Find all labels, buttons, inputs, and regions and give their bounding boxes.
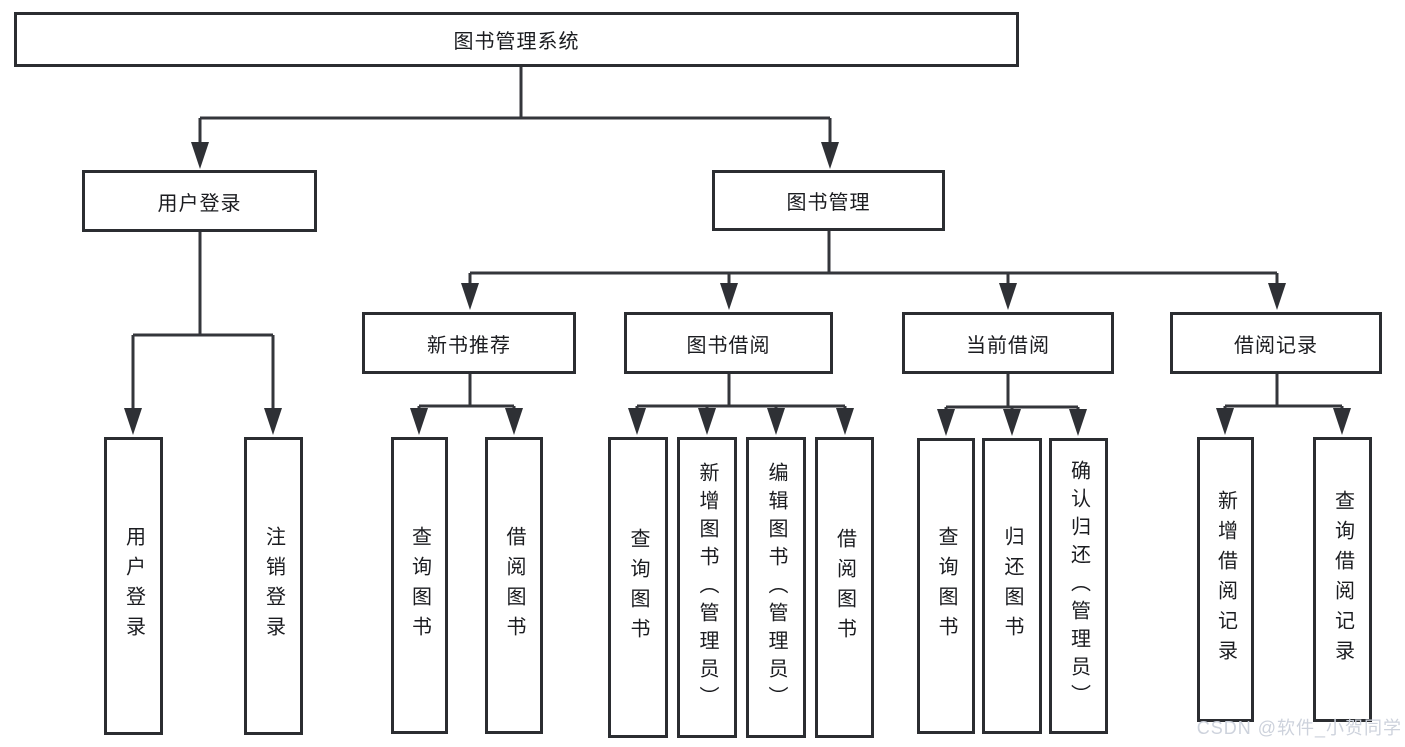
node-label: 编辑图书（管理员） — [765, 461, 787, 714]
node-library-management-system: 图书管理系统 — [14, 12, 1019, 67]
arrow-down-icon — [1069, 409, 1087, 436]
node-label: 查询图书 — [935, 526, 957, 646]
node-label: 图书管理系统 — [453, 31, 580, 53]
node-leaf-confirm-return-admin: 确认归还（管理员） — [1049, 438, 1108, 734]
node-label: 用户登录 — [157, 192, 242, 215]
node-label: 查询借阅记录 — [1331, 489, 1354, 670]
node-leaf-query-books-borrowing: 查询图书 — [608, 437, 668, 738]
node-leaf-add-book-admin: 新增图书（管理员） — [677, 437, 737, 738]
arrow-down-icon — [1003, 409, 1021, 436]
node-label: 查询图书 — [627, 527, 649, 648]
arrow-down-icon — [999, 283, 1017, 310]
csdn-watermark: CSDN @软件_小贺同学 — [1196, 718, 1402, 738]
node-label: 查询图书 — [408, 525, 431, 646]
arrow-down-icon — [505, 408, 523, 435]
node-leaf-add-borrow-record: 新增借阅记录 — [1197, 437, 1254, 722]
arrow-down-icon — [1268, 283, 1286, 310]
node-label: 新书推荐 — [427, 334, 511, 357]
node-borrowing-records: 借阅记录 — [1170, 312, 1382, 374]
node-leaf-query-borrow-record: 查询借阅记录 — [1313, 437, 1372, 722]
arrowheads — [124, 142, 1351, 436]
arrow-down-icon — [1216, 408, 1234, 435]
arrow-down-icon — [1333, 408, 1351, 435]
node-leaf-query-books-current: 查询图书 — [917, 438, 975, 734]
arrow-down-icon — [124, 408, 142, 435]
node-label: 借阅图书 — [503, 525, 525, 646]
node-leaf-borrow-books: 借阅图书 — [815, 437, 874, 738]
arrow-down-icon — [836, 408, 854, 435]
arrow-down-icon — [264, 408, 282, 435]
node-leaf-edit-book-admin: 编辑图书（管理员） — [746, 437, 806, 738]
node-label: 归还图书 — [1001, 526, 1023, 646]
node-label: 借阅记录 — [1234, 334, 1318, 357]
node-label: 图书管理 — [786, 192, 871, 214]
node-leaf-borrow-books-recommend: 借阅图书 — [485, 437, 543, 734]
arrow-down-icon — [767, 408, 785, 435]
arrow-down-icon — [698, 408, 716, 435]
arrow-down-icon — [461, 283, 479, 310]
arrow-down-icon — [720, 283, 738, 310]
arrow-down-icon — [821, 142, 839, 169]
arrow-down-icon — [410, 408, 428, 435]
arrow-down-icon — [937, 409, 955, 436]
node-leaf-logout: 注销登录 — [244, 437, 303, 735]
node-label: 新增借阅记录 — [1214, 489, 1237, 670]
node-label: 新增图书（管理员） — [696, 461, 718, 714]
node-label: 当前借阅 — [966, 334, 1050, 357]
node-leaf-user-login: 用户登录 — [104, 437, 163, 735]
node-book-management: 图书管理 — [712, 170, 945, 231]
node-label: 确认归还（管理员） — [1067, 460, 1090, 712]
node-current-borrowing: 当前借阅 — [902, 312, 1114, 374]
node-user-login: 用户登录 — [82, 170, 317, 232]
node-label: 用户登录 — [122, 526, 145, 646]
arrow-down-icon — [191, 142, 209, 169]
node-label: 注销登录 — [262, 526, 285, 646]
node-book-borrowing: 图书借阅 — [624, 312, 833, 374]
node-label: 借阅图书 — [833, 527, 856, 648]
node-new-book-recommend: 新书推荐 — [362, 312, 576, 374]
node-leaf-return-books: 归还图书 — [982, 438, 1042, 734]
node-label: 图书借阅 — [686, 334, 771, 357]
node-leaf-query-books-recommend: 查询图书 — [391, 437, 448, 734]
arrow-down-icon — [628, 408, 646, 435]
